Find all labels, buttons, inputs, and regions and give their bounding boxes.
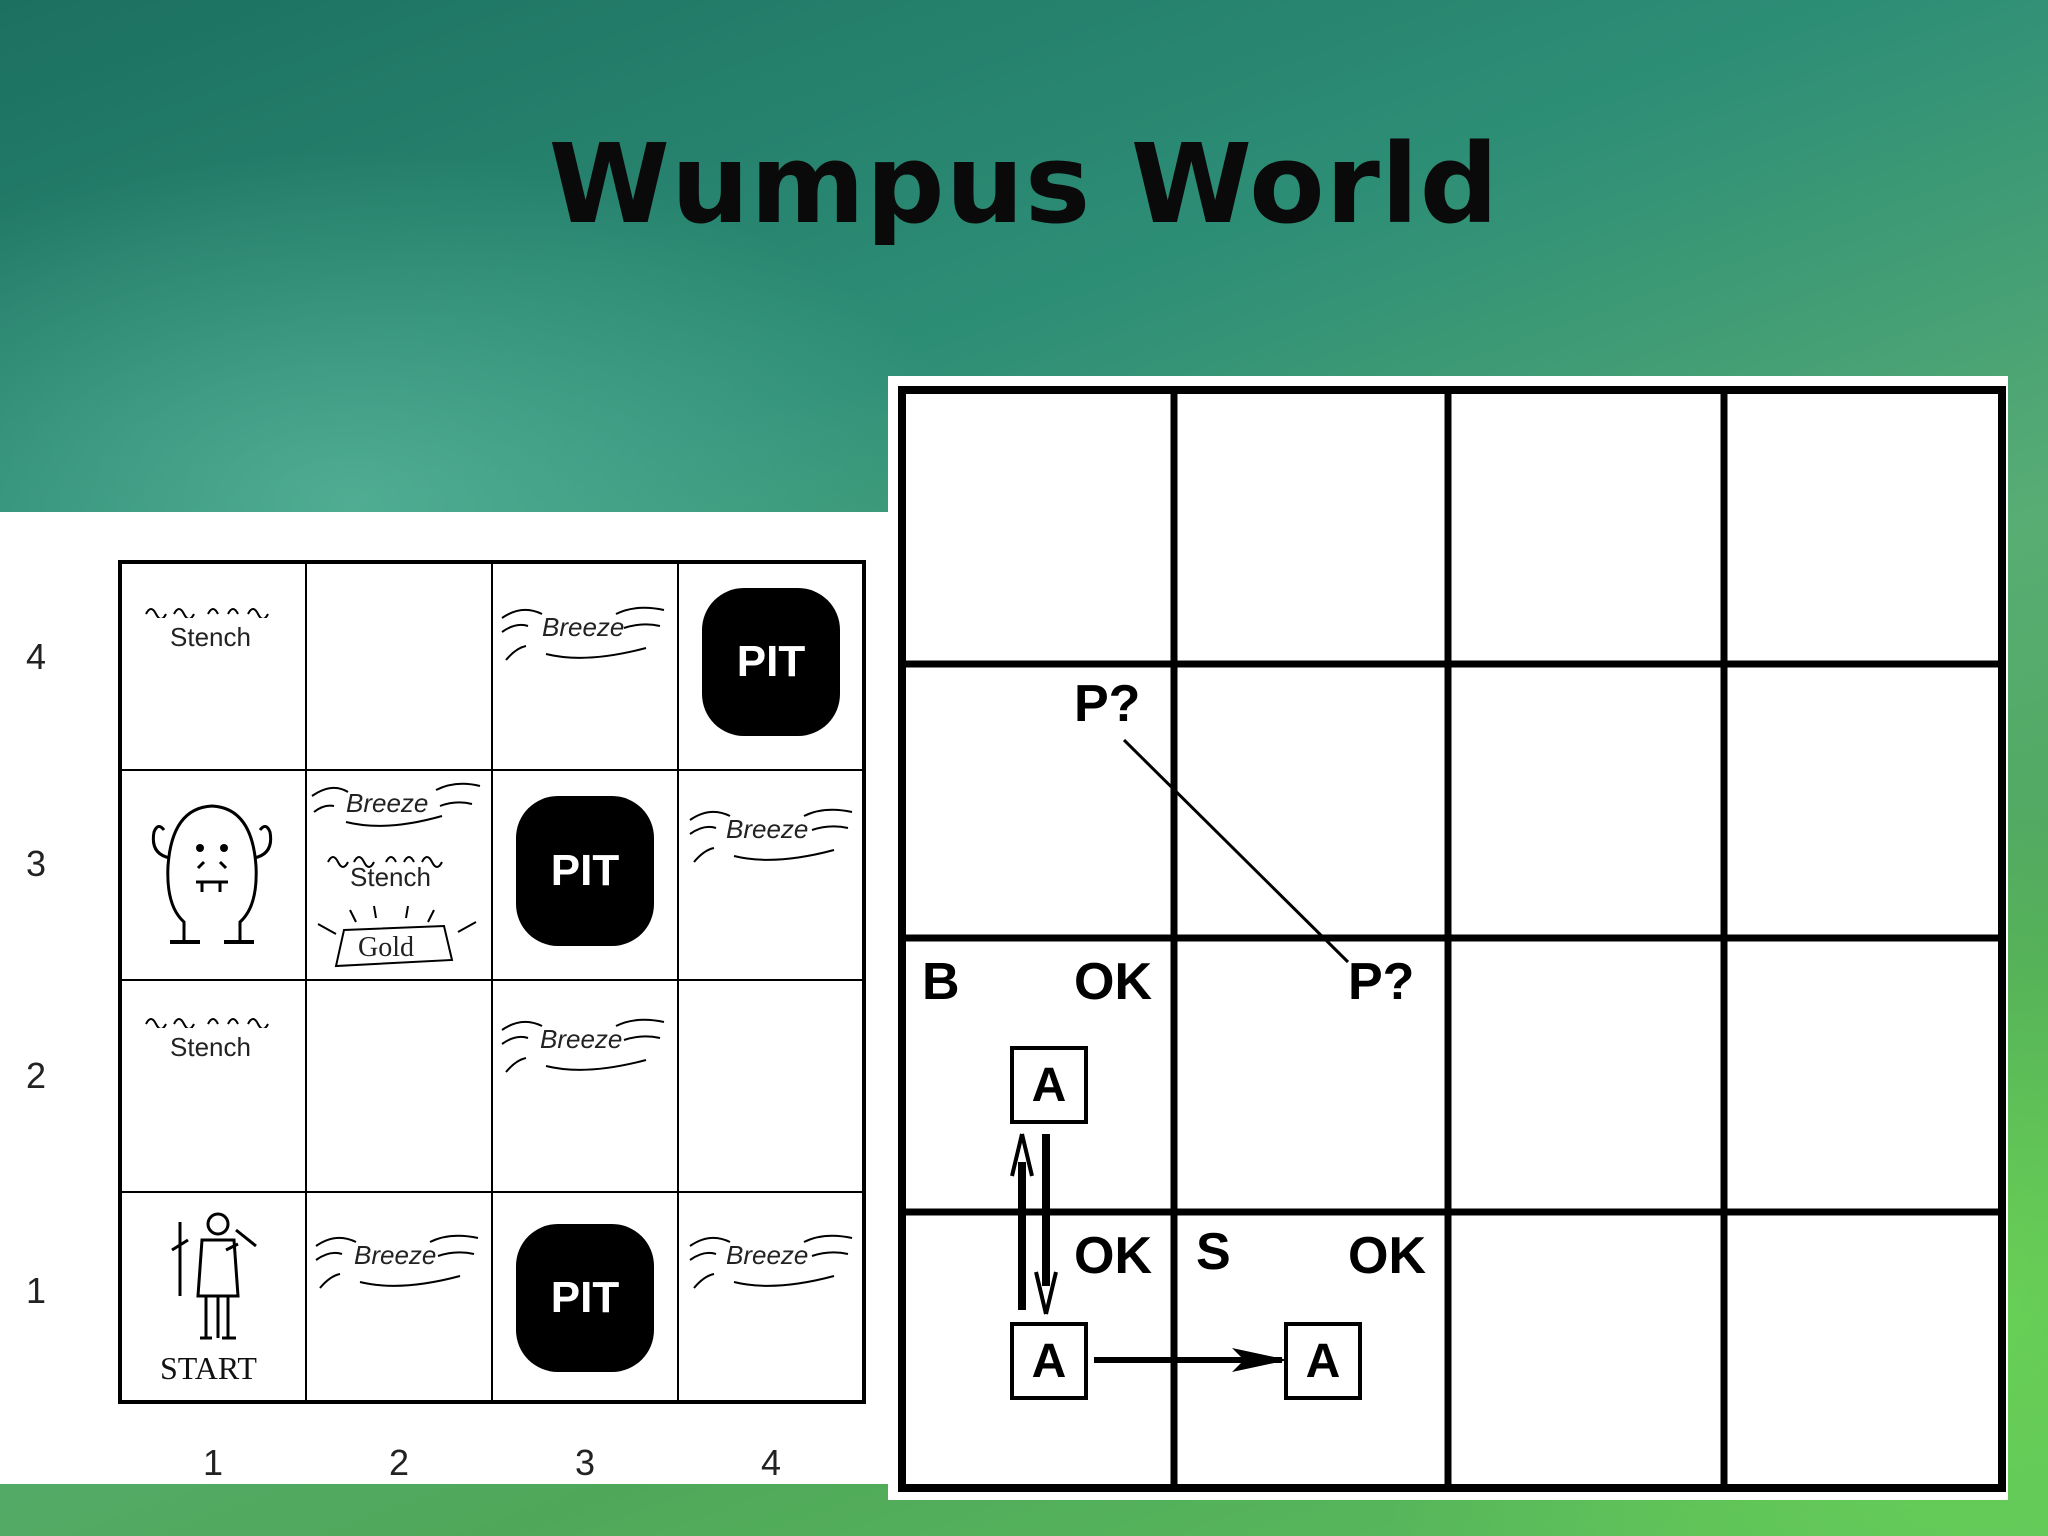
breeze-label: Breeze bbox=[346, 788, 429, 818]
p-question-upper: P? bbox=[1074, 675, 1141, 733]
agent-box-2-1: A bbox=[1284, 1322, 1362, 1400]
breeze-2-3: Breeze bbox=[496, 1010, 676, 1080]
cell-3-2-gold: Breeze Stench Gold bbox=[306, 772, 492, 972]
agent-box-1-1: A bbox=[1010, 1322, 1088, 1400]
breeze-label: Breeze bbox=[726, 814, 809, 844]
world-grid bbox=[118, 560, 866, 1404]
breeze-label: Breeze bbox=[354, 1240, 437, 1270]
col-label-3: 3 bbox=[575, 1442, 596, 1483]
p-question-lower: P? bbox=[1348, 953, 1415, 1011]
breeze-marker: B bbox=[922, 953, 960, 1011]
ok-1-1: OK bbox=[1074, 1227, 1152, 1285]
start-label: START bbox=[160, 1350, 257, 1386]
breeze-wave-icon bbox=[315, 1234, 479, 1289]
breeze-wave-icon bbox=[501, 606, 665, 661]
agent-box-1-2: A bbox=[1010, 1046, 1088, 1124]
col-label-1: 1 bbox=[203, 1442, 224, 1483]
pit-3-3: PIT bbox=[516, 796, 654, 946]
stench-label: Stench bbox=[170, 1032, 251, 1062]
slide-title: Wumpus World bbox=[548, 120, 1500, 248]
breeze-label: Breeze bbox=[542, 612, 625, 642]
stench-wave-icon bbox=[145, 608, 269, 618]
stench-wave-icon bbox=[145, 1018, 269, 1028]
knowledge-grid bbox=[898, 386, 2006, 1492]
ok-2-1: OK bbox=[1348, 1227, 1426, 1285]
breeze-wave-icon bbox=[311, 782, 481, 968]
gold-label: Gold bbox=[358, 932, 414, 963]
breeze-wave-icon bbox=[689, 1234, 853, 1289]
col-label-4: 4 bbox=[761, 1442, 782, 1483]
ok-1-2: OK bbox=[1074, 953, 1152, 1011]
breeze-wave-icon bbox=[689, 808, 853, 863]
pit-4-4: PIT bbox=[702, 588, 840, 736]
row-label-4: 4 bbox=[26, 636, 47, 677]
col-label-2: 2 bbox=[389, 1442, 410, 1483]
stench-2-1: Stench bbox=[140, 1006, 290, 1066]
breeze-label: Breeze bbox=[726, 1240, 809, 1270]
stench-marker: S bbox=[1196, 1223, 1231, 1281]
breeze-1-2: Breeze bbox=[310, 1226, 490, 1296]
pit-3-1: PIT bbox=[516, 1224, 654, 1372]
breeze-1-4: Breeze bbox=[684, 1226, 864, 1296]
stench-label: Stench bbox=[170, 622, 251, 652]
agent-hero-icon bbox=[171, 1212, 257, 1340]
row-label-3: 3 bbox=[26, 843, 47, 884]
stench-4-1: Stench bbox=[140, 596, 290, 656]
stench-label: Stench bbox=[350, 862, 431, 892]
breeze-3-4: Breeze bbox=[684, 800, 864, 870]
breeze-label: Breeze bbox=[540, 1024, 623, 1054]
row-label-1: 1 bbox=[26, 1270, 47, 1311]
breeze-4-3: Breeze bbox=[496, 598, 676, 668]
row-label-2: 2 bbox=[26, 1055, 47, 1096]
wumpus-icon bbox=[151, 804, 273, 944]
breeze-wave-icon bbox=[501, 1018, 665, 1073]
